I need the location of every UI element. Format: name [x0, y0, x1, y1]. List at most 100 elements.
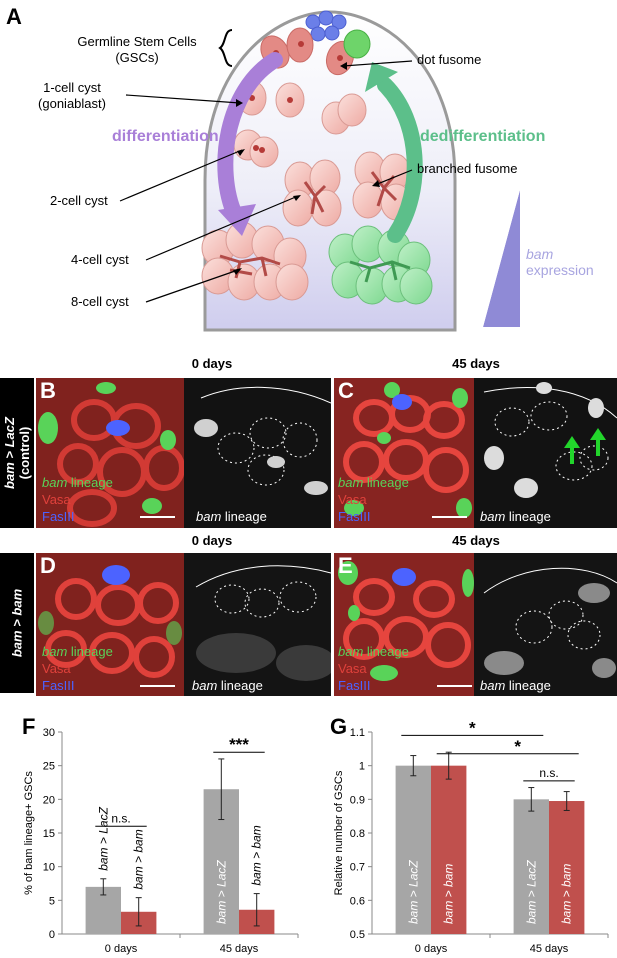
panel-b-image [36, 378, 331, 528]
x-tick-label: 0 days [105, 943, 138, 955]
scale-bar-c [432, 516, 467, 518]
scale-bar-e [437, 685, 472, 687]
legend-fas-d: FasIII [42, 678, 75, 693]
x-tick-label: 0 days [415, 943, 448, 955]
gray-lineage-d: lineage [217, 678, 263, 693]
scale-bar-b [140, 516, 175, 518]
dedifferentiation-arrow [377, 77, 423, 243]
sig-label: * [514, 737, 521, 756]
y-axis-title: % of bam lineage+ GSCs [23, 771, 35, 895]
gray-label-b: bam lineage [196, 508, 267, 525]
legend-lineage-d: lineage [67, 644, 113, 659]
gray-label-d: bam lineage [192, 677, 263, 694]
y-tick-label: 15 [43, 828, 55, 840]
legend-lineage-b: lineage [67, 475, 113, 490]
panel-d-image [36, 553, 331, 696]
branched-fusome-label: branched fusome [417, 161, 518, 176]
ns-label: n.s. [539, 766, 558, 780]
y-tick-label: 1.1 [350, 727, 365, 739]
gray-label-e: bam lineage [480, 677, 551, 694]
legend-vasa-d: Vasa [42, 661, 71, 676]
series-label: bam > bam [442, 864, 456, 924]
one-cell-text: 1-cell cyst [43, 80, 101, 95]
gsc-label-text: Germline Stem Cells [77, 34, 197, 49]
panel-c-image [334, 378, 617, 528]
eight-cell-cyst [201, 221, 309, 301]
gray-lineage-e: lineage [505, 678, 551, 693]
one-cell-sub-text: (goniablast) [38, 96, 106, 111]
y-tick-label: 0 [49, 929, 55, 941]
panel-c-drawing [334, 378, 617, 528]
series-label: bam > bam [250, 825, 264, 885]
bar [549, 801, 585, 934]
row1-genotype-text: bam > LacZ [2, 417, 17, 489]
panel-c-legend: bam lineage Vasa FasIII [338, 474, 409, 525]
differentiation-arrow [217, 52, 283, 223]
y-tick-label: 30 [43, 727, 55, 739]
gsc-label: Germline Stem Cells (GSCs) [62, 34, 212, 66]
panel-e-legend: bam lineage Vasa FasIII [338, 643, 409, 694]
y-axis-title: Relative number of GSCs [333, 770, 345, 895]
series-label: bam > LacZ [406, 860, 420, 924]
y-tick-label: 5 [49, 895, 55, 907]
legend-vasa-b: Vasa [42, 492, 71, 507]
dedifferentiation-label: dedifferentiation [420, 128, 546, 145]
y-tick-label: 20 [43, 794, 55, 806]
y-tick-label: 0.9 [350, 794, 365, 806]
row1-genotype-label: bam > LacZ(control) [0, 378, 34, 528]
bar [513, 799, 549, 934]
day0-title-bottom: 0 days [191, 533, 233, 548]
panel-b-legend: bam lineage Vasa FasIII [42, 474, 113, 525]
panel-d-legend: bam lineage Vasa FasIII [42, 643, 113, 694]
series-label: bam > LacZ [96, 806, 110, 870]
legend-fas-c: FasIII [338, 509, 371, 524]
x-tick-label: 45 days [220, 943, 259, 955]
legend-vasa-e: Vasa [338, 661, 367, 676]
bam-gene-label: bam [526, 246, 554, 262]
y-tick-label: 0.7 [350, 862, 365, 874]
panel-f-letter: F [22, 714, 36, 739]
y-tick-label: 1 [359, 761, 365, 773]
panel-e-drawing [334, 553, 617, 696]
day45-title-top: 45 days [452, 356, 500, 371]
series-label: bam > LacZ [214, 860, 228, 924]
y-tick-label: 10 [43, 862, 55, 874]
legend-bam-d: bam [42, 644, 68, 659]
schematic-diagram [119, 10, 520, 332]
legend-lineage-e: lineage [363, 644, 409, 659]
four-cell-label: 4-cell cyst [71, 252, 129, 267]
gsc-brace [218, 29, 233, 67]
legend-bam-e: bam [338, 644, 364, 659]
panel-a-letter: A [6, 4, 22, 29]
legend-bam-c: bam [338, 475, 364, 490]
dot-fusome-label: dot fusome [417, 52, 482, 67]
hub-cells [305, 10, 347, 42]
expression-label: expression [526, 262, 594, 278]
panel-d-drawing [36, 553, 331, 696]
bar [395, 765, 431, 934]
y-tick-label: 0.8 [350, 828, 365, 840]
bar [431, 765, 467, 934]
y-tick-label: 0.5 [350, 929, 365, 941]
panel-e-letter: E [338, 553, 353, 578]
row2-genotype-label: bam > bam [0, 553, 34, 693]
series-label: bam > LacZ [524, 860, 538, 924]
series-label: bam > bam [132, 829, 146, 889]
ns-label: n.s. [111, 811, 130, 825]
legend-lineage-c: lineage [363, 475, 409, 490]
gray-bam-e: bam [480, 678, 506, 693]
gray-lineage-b: lineage [221, 509, 267, 524]
x-tick-label: 45 days [530, 943, 569, 955]
gray-bam-c: bam [480, 509, 506, 524]
day45-title-bottom: 45 days [452, 533, 500, 548]
panel-g-letter: G [330, 714, 348, 739]
row2-genotype-text: bam > bam [9, 588, 25, 658]
panel-d-letter: D [40, 553, 56, 578]
pointer-lines [119, 60, 413, 303]
gray-bam-b: bam [196, 509, 222, 524]
panel-e-image [334, 553, 617, 696]
gray-label-c: bam lineage [480, 508, 551, 525]
two-cell-label: 2-cell cyst [50, 193, 108, 208]
panel-b-drawing [36, 378, 331, 528]
